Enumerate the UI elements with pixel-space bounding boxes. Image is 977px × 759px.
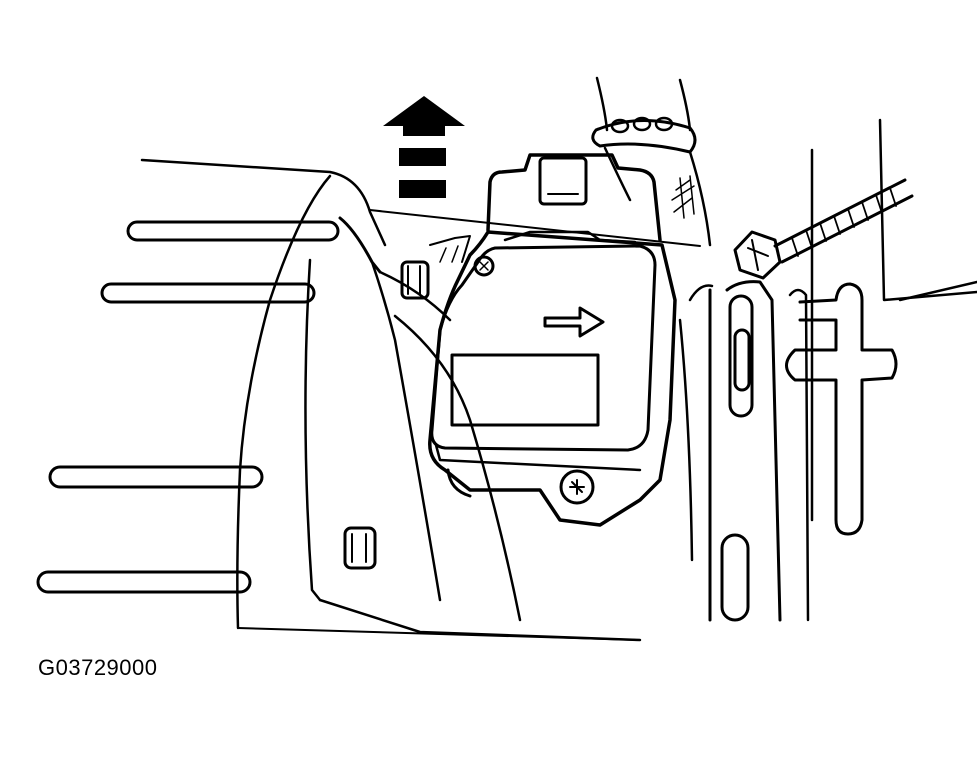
up-arrow-icon	[383, 96, 465, 198]
housing-rib	[128, 222, 338, 240]
air-cleaner-housing	[142, 160, 700, 640]
right-arrow-icon	[545, 308, 603, 336]
housing-ribs	[38, 222, 338, 592]
bolt-icon	[735, 232, 780, 278]
mounting-bracket	[787, 120, 977, 534]
housing-rib	[102, 284, 314, 302]
housing-rib	[38, 572, 250, 592]
wire-harness	[775, 180, 912, 262]
intake-duct	[680, 282, 808, 620]
figure-code: G03729000	[38, 655, 158, 681]
bolt-icon	[345, 528, 375, 568]
air-flow-meter	[430, 155, 675, 525]
housing-rib	[50, 467, 262, 487]
intake-hose	[593, 78, 710, 245]
